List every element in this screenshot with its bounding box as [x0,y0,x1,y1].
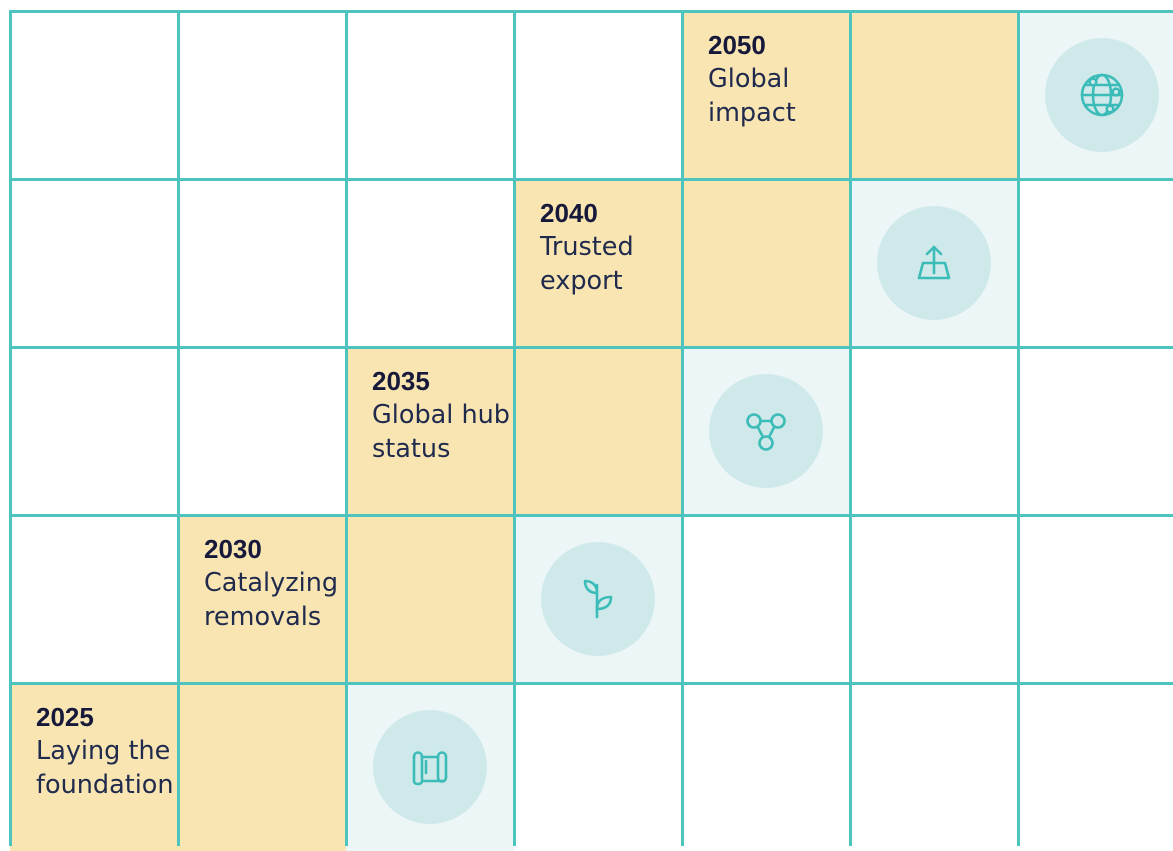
milestone-label-line-1: Trusted [540,232,634,262]
map-icon [412,751,448,786]
milestone-icon-cell-2050 [1018,11,1173,179]
milestone-label-line-1: Laying the [36,736,171,766]
milestone-label-line-2: status [372,434,451,464]
milestone-label-line-2: impact [708,98,796,128]
hub-nodes-icon [746,413,786,451]
milestone-year: 2040 [540,198,598,228]
milestone-2025: 2025 Laying the foundation [10,683,346,851]
milestone-icon-cell-2030 [514,515,682,683]
milestone-year: 2030 [204,534,262,564]
milestone-label-line-1: Global hub [372,400,510,430]
milestone-2050: 2050 Global impact [682,11,1018,179]
icon-badge [541,542,655,656]
icon-badge [709,374,823,488]
upload-tray-icon [917,245,951,280]
icon-badge [373,710,487,824]
milestone-icon-cell-2025 [346,683,514,851]
icon-badge [877,206,991,320]
globe-network-icon [1080,73,1124,117]
milestone-label-line-2: removals [204,602,322,632]
milestone-2040: 2040 Trusted export [514,179,850,347]
milestone-year: 2050 [708,30,766,60]
milestone-year: 2035 [372,366,430,396]
milestone-2030: 2030 Catalyzing removals [178,515,514,683]
icon-badge [1045,38,1159,152]
milestone-icon-cell-2035 [682,347,850,515]
milestone-icon-cell-2040 [850,179,1018,347]
milestone-label-line-1: Global [708,64,790,94]
sprout-icon [583,579,613,619]
milestone-2035: 2035 Global hub status [346,347,682,515]
milestone-label-line-2: foundation [36,770,174,800]
milestone-label-line-2: export [540,266,623,296]
milestone-label-line-1: Catalyzing [204,568,339,598]
milestone-year: 2025 [36,702,94,732]
